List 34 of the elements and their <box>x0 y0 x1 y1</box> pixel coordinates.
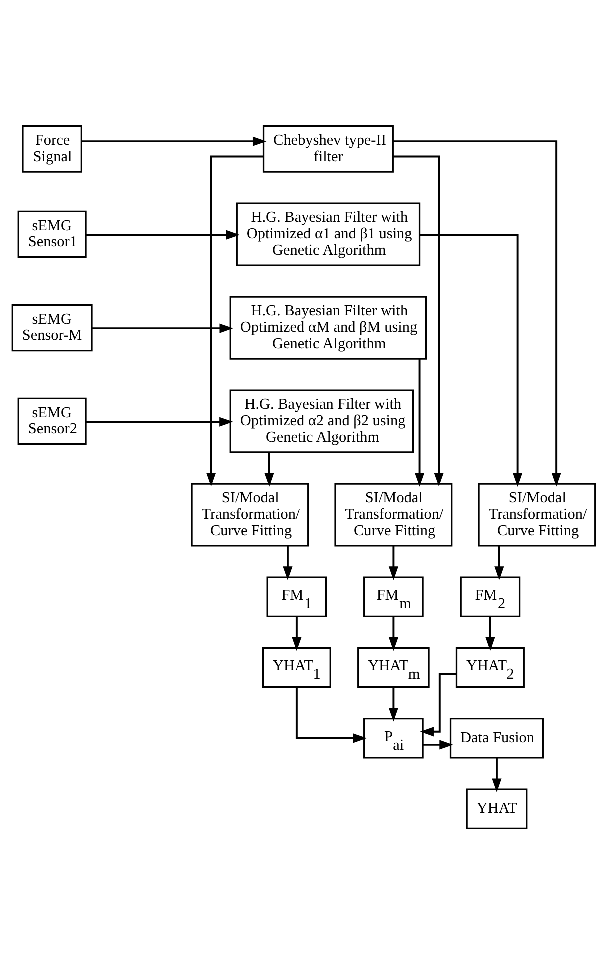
arrow <box>86 416 234 426</box>
arrow <box>206 155 264 486</box>
node-box: SI/Modal Transformation/ Curve Fitting <box>478 482 596 546</box>
node-box: H.G. Bayesian Filter with Optimized αM and βM using Genetic Algorithm <box>230 296 428 360</box>
node-box: H.G. Bayesian Filter with Optimized α1 and β1 using Genetic Algorithm <box>236 202 421 266</box>
arrow <box>414 358 425 486</box>
arrow <box>486 616 496 651</box>
node-box: sEMG Sensor-M <box>12 304 93 352</box>
arrow <box>264 452 274 486</box>
node-box: YHAT <box>466 788 528 829</box>
node-box: sEMG Sensor1 <box>18 210 87 258</box>
arrow <box>492 758 502 792</box>
node-box: Force Signal <box>22 125 82 172</box>
arrow <box>423 740 454 750</box>
arrow <box>92 323 234 333</box>
arrow <box>494 546 504 580</box>
node-box: sEMG Sensor2 <box>18 397 87 445</box>
arrow <box>283 546 293 580</box>
node-box: Data Fusion <box>450 718 544 758</box>
node-box: Chebyshev type-II filter <box>262 125 394 172</box>
arrow <box>86 230 240 240</box>
arrow <box>420 234 523 486</box>
arrow <box>388 546 398 580</box>
arrow <box>388 686 398 722</box>
arrow <box>420 672 457 736</box>
node-box: H.G. Bayesian Filter with Optimized α2 and β2 using Genetic Algorithm <box>230 389 414 453</box>
node-box: SI/Modal Transformation/ Curve Fitting <box>191 482 310 546</box>
arrow <box>296 686 368 743</box>
arrow <box>388 616 398 651</box>
arrow <box>393 140 562 486</box>
arrow <box>292 616 302 651</box>
arrow <box>82 136 267 146</box>
arrow <box>393 155 444 486</box>
node-box: SI/Modal Transformation/ Curve Fitting <box>334 482 453 546</box>
